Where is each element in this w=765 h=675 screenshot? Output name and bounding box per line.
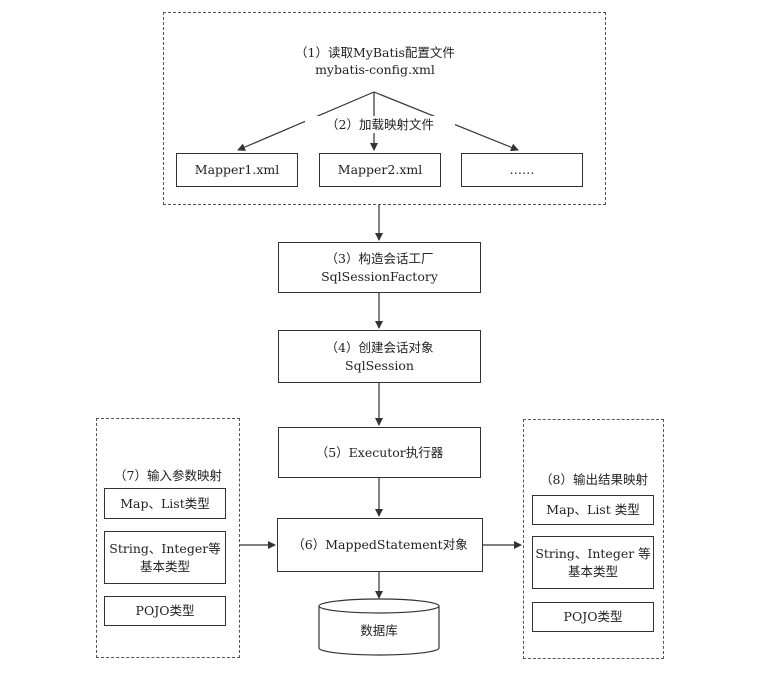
- output-pojo-label: POJO类型: [563, 609, 623, 624]
- input-map-list-label: Map、List类型: [120, 495, 210, 511]
- step2-label: （2）加载映射文件: [305, 116, 455, 133]
- mapper-more-label: ……: [509, 162, 535, 177]
- step3-name: SqlSessionFactory: [321, 268, 438, 284]
- output-mapping-frame: [523, 419, 664, 659]
- database-label: 数据库: [360, 623, 398, 638]
- step6-label: （6）MappedStatement对象: [292, 537, 468, 552]
- step7-title: （7）输入参数映射: [114, 468, 222, 483]
- input-string-integer-label: String、Integer等: [109, 540, 221, 556]
- output-map-list-box: Map、List 类型: [532, 495, 654, 525]
- input-pojo-box: POJO类型: [104, 596, 226, 626]
- sqlsessionfactory-box: （3）构造会话工厂 SqlSessionFactory: [278, 242, 481, 293]
- mappedstatement-box: （6）MappedStatement对象: [277, 518, 483, 572]
- step3-title: （3）构造会话工厂: [325, 250, 434, 266]
- input-map-list-box: Map、List类型: [104, 488, 226, 519]
- mapper-more-box: ……: [461, 153, 583, 187]
- output-map-list-label: Map、List 类型: [546, 502, 640, 517]
- input-basic-types-label: 基本类型: [139, 558, 190, 574]
- step1-title: （1）读取MyBatis配置文件: [295, 45, 455, 60]
- sqlsession-box: （4）创建会话对象 SqlSession: [278, 330, 481, 383]
- step8-title: （8）输出结果映射: [540, 472, 648, 487]
- step5-label: （5）Executor执行器: [315, 444, 444, 460]
- output-basic-types-box: String、Integer 等 基本类型: [532, 536, 654, 589]
- mapper2-label: Mapper2.xml: [337, 162, 423, 177]
- mapper1-label: Mapper1.xml: [194, 162, 280, 177]
- executor-box: （5）Executor执行器: [278, 427, 481, 478]
- config-group-frame: [163, 12, 606, 205]
- step4-title: （4）创建会话对象: [325, 339, 434, 355]
- output-basic-types-label: 基本类型: [567, 563, 618, 579]
- input-pojo-label: POJO类型: [135, 603, 195, 618]
- output-pojo-box: POJO类型: [532, 602, 654, 632]
- database-cylinder-icon: [318, 598, 440, 656]
- step1-text: （1）读取MyBatis配置文件 mybatis-config.xml: [250, 44, 500, 78]
- step1-filename: mybatis-config.xml: [315, 62, 435, 77]
- output-string-integer-label: String、Integer 等: [535, 545, 651, 561]
- input-mapping-frame: [96, 418, 240, 658]
- mapper2-box: Mapper2.xml: [319, 153, 441, 187]
- mapper1-box: Mapper1.xml: [176, 153, 298, 187]
- input-basic-types-box: String、Integer等 基本类型: [104, 531, 226, 584]
- step4-name: SqlSession: [345, 357, 414, 373]
